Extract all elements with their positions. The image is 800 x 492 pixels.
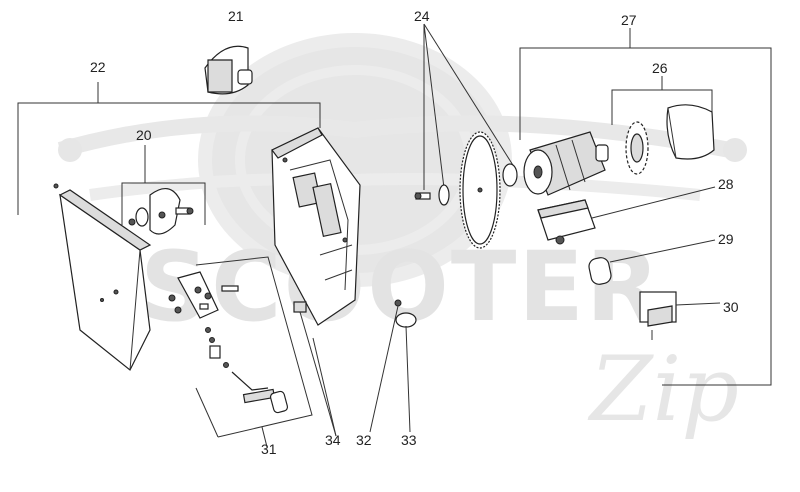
label-32: 32 — [356, 432, 372, 448]
part-labels: 21 22 20 24 27 26 28 29 30 34 32 33 31 — [90, 8, 739, 457]
label-28: 28 — [718, 176, 734, 192]
bracket-20 — [121, 145, 206, 225]
bracket-22 — [17, 82, 321, 215]
label-29: 29 — [718, 231, 734, 247]
part-27-motor — [523, 131, 609, 196]
label-33: 33 — [401, 432, 417, 448]
label-21: 21 — [228, 8, 244, 24]
part-34-clip — [293, 301, 337, 437]
part-32-33-knob — [369, 299, 417, 433]
part-31-crank — [168, 271, 289, 414]
main-housing — [271, 127, 361, 326]
label-30: 30 — [723, 299, 739, 315]
part-30-bracket — [639, 291, 721, 340]
label-31: 31 — [261, 441, 277, 457]
part-28-switch-box — [537, 186, 716, 245]
watermark: SCOOTER Zip — [57, 33, 747, 442]
label-20: 20 — [136, 127, 152, 143]
label-24: 24 — [414, 8, 430, 24]
part-24-blade — [414, 23, 518, 249]
leader-lines — [312, 337, 337, 437]
part-29-capacitor — [588, 239, 716, 285]
label-22: 22 — [90, 59, 106, 75]
label-26: 26 — [652, 60, 668, 76]
part-21-guard — [204, 45, 253, 95]
label-34: 34 — [325, 432, 341, 448]
label-27: 27 — [621, 12, 637, 28]
bracket-26 — [611, 76, 713, 125]
side-panel — [53, 183, 152, 371]
bracket-27 — [519, 28, 772, 386]
watermark-script: Zip — [587, 337, 739, 442]
bracket-31 — [195, 256, 313, 448]
part-20-assembly — [128, 188, 194, 235]
part-26-fan — [625, 104, 715, 175]
